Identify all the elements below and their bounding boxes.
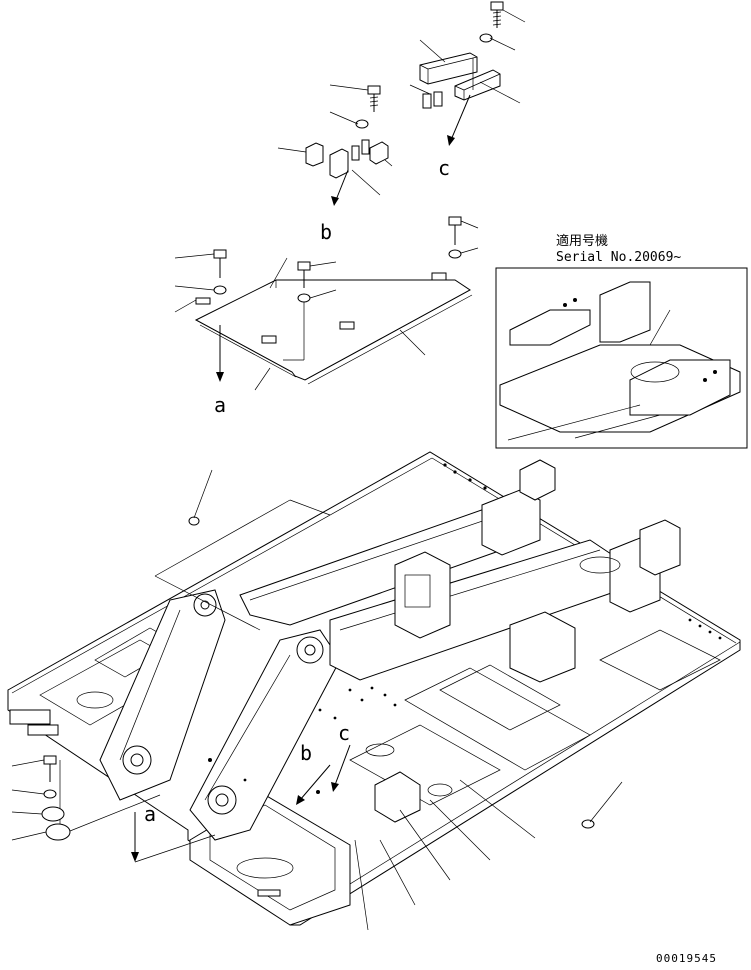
shim-plate-icon: [361, 139, 370, 155]
label-c-upper: c: [438, 156, 450, 180]
shim-plate-icon: [433, 91, 443, 107]
washer-icon: [43, 789, 57, 799]
bulkhead-center: [394, 551, 451, 639]
bulkhead-right: [509, 611, 576, 683]
washer-icon: [479, 33, 493, 43]
stopper-bracket: [374, 771, 421, 823]
bolt-icon: [490, 1, 504, 28]
inset-frame: [495, 267, 748, 449]
cover-plate-icon: [41, 806, 65, 822]
revolving-frame: [7, 451, 741, 926]
shim-plate-icon: [351, 145, 360, 161]
washer-icon: [355, 119, 369, 129]
group-c-parts: c: [409, 1, 526, 180]
label-c-lower: c: [338, 721, 350, 745]
shim-plate-icon: [339, 321, 355, 330]
plug-icon: [188, 516, 200, 526]
boom-bracket-left: [99, 589, 226, 801]
label-b-lower: b: [300, 741, 312, 765]
shim-block-icon: [305, 142, 324, 167]
label-a-upper: a: [214, 393, 226, 417]
bolt-icon: [448, 216, 462, 245]
group-b-parts: b: [277, 84, 393, 244]
bolt-hole-dots: [208, 463, 722, 802]
inset-serial-range: Serial No.20069~: [556, 250, 681, 265]
stopper-icon: [329, 148, 349, 179]
group-a-parts: a: [174, 216, 479, 417]
inset-applicability-jp: 適用号機: [556, 233, 608, 249]
arrow-c-lower: [334, 744, 351, 786]
shim-plate-icon: [261, 335, 277, 344]
bolt-icon: [43, 755, 57, 782]
drawing-number: 00019545: [656, 952, 717, 965]
arrow-c-upper: [450, 94, 471, 141]
washer-icon: [448, 249, 462, 259]
serial-inset: 適用号機 Serial No.20069~: [495, 233, 748, 449]
arrow-b-upper: [335, 169, 349, 201]
shim-block-icon: [419, 52, 478, 85]
washer-icon: [297, 293, 311, 303]
frame-deck-outline: [7, 451, 741, 926]
shim-plate-icon: [195, 297, 211, 305]
inset-bracket-icon: [509, 309, 591, 346]
leader-lines: [59, 469, 623, 931]
arrow-b-lower: [299, 764, 331, 801]
label-b-upper: b: [320, 220, 332, 244]
bolt-icon: [213, 249, 227, 278]
group-lower-left-parts: a: [11, 755, 216, 863]
label-a-lower: a: [144, 802, 156, 826]
shim-block-icon: [369, 141, 389, 165]
shim-plate-icon: [422, 93, 432, 109]
boom-bracket-right: [189, 629, 341, 841]
plug-icon: [581, 819, 595, 829]
stopper-icon: [454, 69, 501, 101]
washer-icon: [213, 285, 227, 295]
bolt-icon: [367, 85, 381, 112]
cover-plate-icon: [45, 823, 71, 841]
shim-plate-icon: [431, 272, 447, 281]
